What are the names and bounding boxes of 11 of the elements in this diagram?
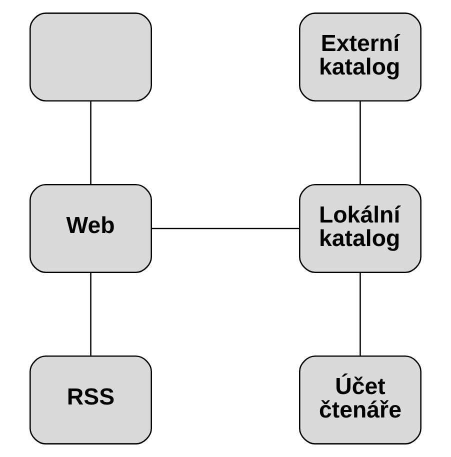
connector [152,228,300,230]
connector [360,272,361,356]
node-box [30,12,152,102]
node-box: Účet čtenáře [299,356,422,444]
node-box: Externí katalog [299,12,422,102]
connector [360,100,361,185]
node-box: RSS [30,356,152,444]
connector [90,272,92,356]
node-box: Web [30,184,152,273]
node-box: Lokální katalog [299,184,422,273]
connector [90,100,92,185]
